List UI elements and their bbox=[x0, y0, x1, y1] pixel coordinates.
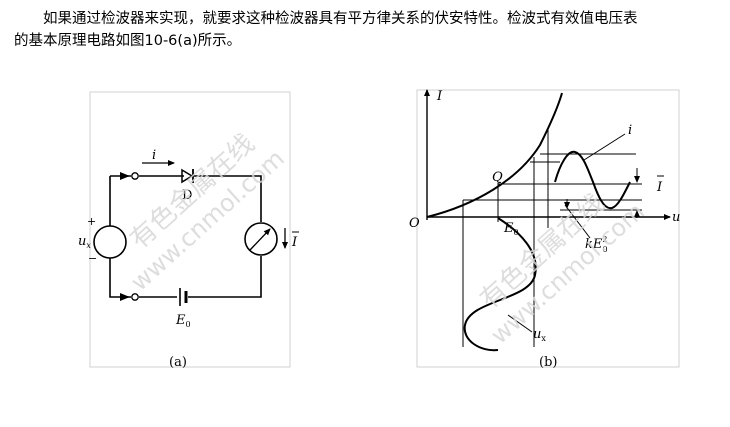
input-waveform bbox=[463, 217, 537, 352]
wire-top-right bbox=[194, 175, 262, 222]
watermark-right: 有色金属在线 www.cnmol.com bbox=[475, 189, 650, 350]
diode-label: D bbox=[182, 188, 192, 203]
meter-symbol bbox=[244, 222, 278, 256]
leader-lines bbox=[507, 133, 626, 333]
horizontal-lines bbox=[463, 153, 642, 211]
source-minus: − bbox=[88, 252, 97, 265]
body-paragraph: 如果通过检波器来实现，就要求这种检波器具有平方律关系的伏安特性。检波式有效值电压… bbox=[14, 8, 722, 52]
current-label: i bbox=[152, 148, 156, 163]
figure-b-frame bbox=[416, 89, 680, 368]
diode-symbol bbox=[181, 168, 194, 184]
caption-b: (b) bbox=[539, 355, 557, 370]
origin-label: O bbox=[409, 216, 420, 231]
wire-right bbox=[188, 256, 262, 298]
meter-label: I bbox=[291, 235, 298, 250]
figure-a-frame bbox=[89, 91, 291, 368]
caption-a: (a) bbox=[169, 355, 187, 370]
current-waveform bbox=[554, 150, 631, 210]
axis-u-label: u bbox=[672, 210, 680, 225]
projection-lines bbox=[462, 130, 549, 347]
battery-label: E0 bbox=[175, 313, 191, 329]
point-Q-label: Q bbox=[492, 170, 503, 185]
arrow-top-left bbox=[120, 172, 130, 180]
source-plus: + bbox=[87, 215, 96, 228]
label-i: i bbox=[628, 123, 632, 138]
source-label: ux bbox=[78, 234, 91, 250]
axis-I-label: I bbox=[436, 89, 443, 104]
label-E0: E0 bbox=[503, 221, 519, 237]
watermark-left: 有色金属在线 www.cnmol.com bbox=[125, 129, 290, 297]
paragraph-line-1: 如果通过检波器来实现，就要求这种检波器具有平方律关系的伏安特性。检波式有效值电压… bbox=[43, 11, 638, 27]
arrow-bottom-left bbox=[120, 293, 130, 301]
paragraph-line-2: 的基本原理电路如图10-6(a)所示。 bbox=[14, 33, 242, 49]
terminal-bottom bbox=[131, 293, 139, 301]
label-Ibar: I bbox=[656, 180, 663, 195]
battery-symbol bbox=[179, 288, 188, 306]
square-law-curve bbox=[426, 92, 563, 218]
terminal-top bbox=[131, 172, 139, 180]
label-ux: ux bbox=[533, 327, 546, 343]
voltage-source bbox=[93, 225, 127, 259]
